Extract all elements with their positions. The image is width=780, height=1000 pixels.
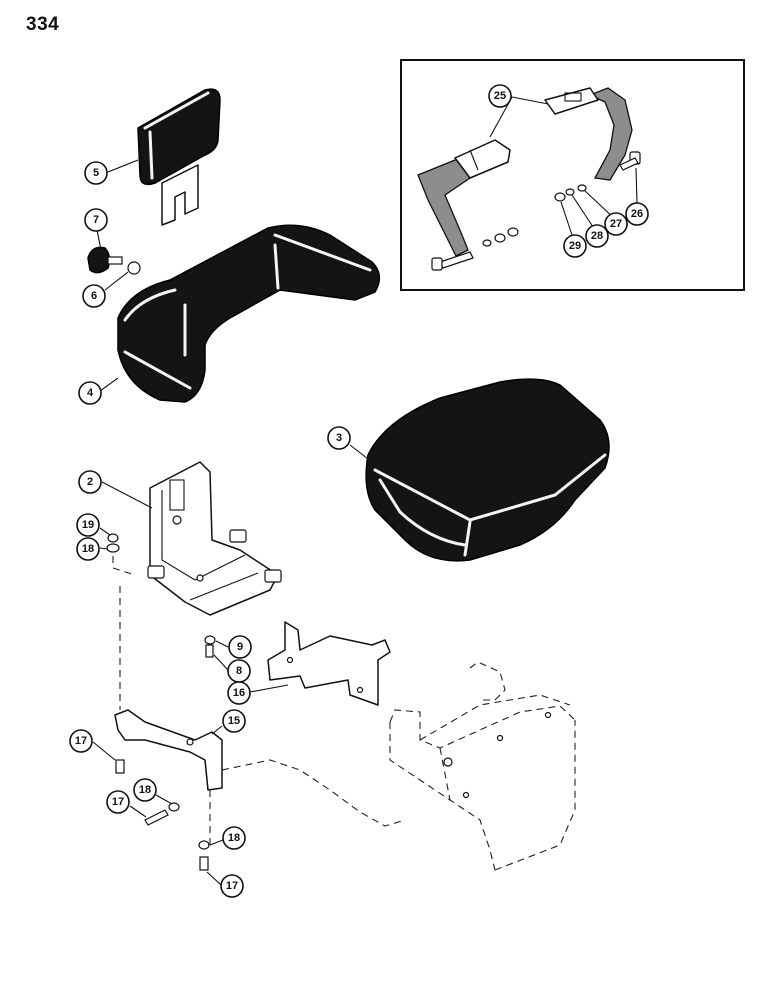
seat-base-housing [119, 586, 576, 871]
svg-text:3: 3 [336, 432, 342, 444]
backrest-cushion-part [99, 224, 381, 403]
callout-17-a: 17 [69, 729, 93, 753]
lower-fasteners [92, 741, 224, 886]
mounting-plate-part [249, 621, 391, 706]
callout-26: 26 [625, 202, 649, 226]
headrest-part [107, 88, 221, 226]
svg-text:19: 19 [82, 519, 94, 531]
svg-text:27: 27 [610, 218, 622, 230]
svg-text:2: 2 [87, 476, 93, 488]
callout-27: 27 [604, 212, 628, 236]
knob-hardware [87, 229, 141, 291]
svg-text:18: 18 [82, 543, 94, 555]
svg-text:28: 28 [591, 230, 603, 242]
callout-19: 19 [76, 513, 100, 537]
svg-text:15: 15 [228, 715, 240, 727]
svg-text:7: 7 [93, 214, 99, 226]
callout-25: 25 [488, 84, 512, 108]
svg-text:6: 6 [91, 290, 97, 302]
callout-18-b: 18 [133, 778, 157, 802]
callout-18-a: 18 [76, 537, 100, 561]
svg-text:9: 9 [237, 641, 243, 653]
svg-text:17: 17 [112, 796, 124, 808]
svg-text:29: 29 [569, 240, 581, 252]
callout-4: 4 [78, 381, 102, 405]
page-number: 334 [26, 14, 60, 35]
svg-text:4: 4 [87, 387, 94, 399]
callout-15: 15 [222, 709, 246, 733]
svg-text:17: 17 [226, 880, 238, 892]
callout-18-c: 18 [222, 826, 246, 850]
callout-5: 5 [84, 161, 108, 185]
svg-text:5: 5 [93, 167, 99, 179]
callout-7: 7 [84, 208, 108, 232]
callout-28: 28 [585, 224, 609, 248]
svg-text:18: 18 [228, 832, 240, 844]
callout-17-b: 17 [106, 790, 130, 814]
seat-belt-right-strap [588, 87, 633, 181]
callout-9: 9 [228, 635, 252, 659]
svg-text:18: 18 [139, 784, 151, 796]
callout-17-c: 17 [220, 874, 244, 898]
lower-bracket-part [114, 709, 223, 791]
svg-text:17: 17 [75, 735, 87, 747]
bolt-washer-set [204, 635, 229, 671]
seat-cushion-part [349, 378, 610, 562]
seat-belt-left-strap [417, 157, 471, 257]
seat-frame-bracket-part [99, 461, 282, 616]
callout-16: 16 [227, 681, 251, 705]
svg-text:8: 8 [236, 665, 242, 677]
seat-belt-inset [400, 59, 745, 291]
seat-belt-buckle [454, 139, 511, 179]
svg-text:26: 26 [631, 208, 643, 220]
callout-2: 2 [78, 470, 102, 494]
callout-6: 6 [82, 284, 106, 308]
callout-8: 8 [227, 659, 251, 683]
callout-3: 3 [327, 426, 351, 450]
svg-text:25: 25 [494, 90, 506, 102]
svg-text:16: 16 [233, 687, 245, 699]
callout-29: 29 [563, 234, 587, 258]
